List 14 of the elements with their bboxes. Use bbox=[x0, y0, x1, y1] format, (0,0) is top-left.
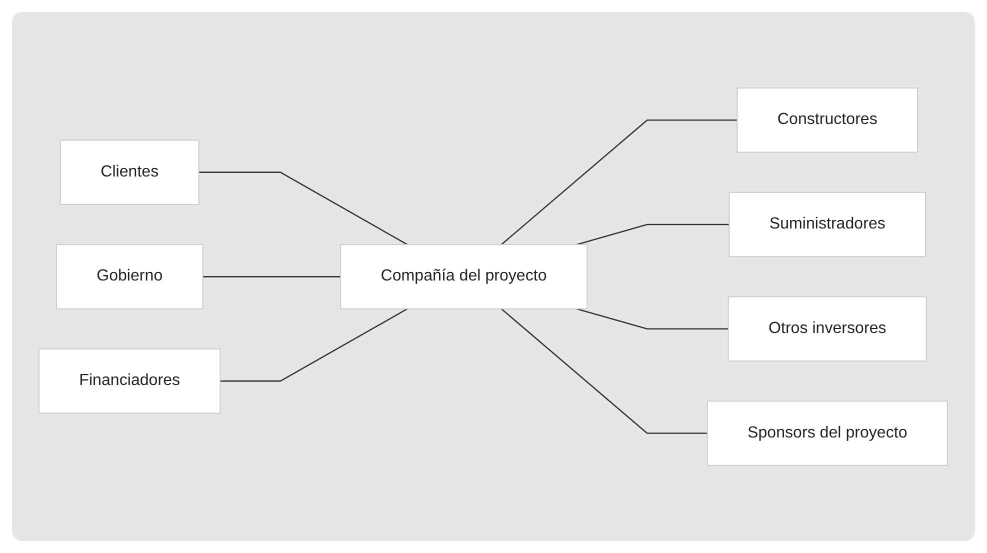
connector bbox=[576, 308, 729, 330]
node-box: Clientes bbox=[60, 140, 200, 205]
connector bbox=[203, 276, 341, 278]
node-box: Gobierno bbox=[56, 244, 204, 310]
node-box: Financiadores bbox=[38, 348, 221, 414]
connector bbox=[199, 171, 408, 245]
node-box: Otros inversores bbox=[728, 296, 928, 362]
connector bbox=[220, 308, 408, 382]
node-box: Constructores bbox=[737, 87, 918, 153]
node-box: Suministradores bbox=[729, 192, 926, 257]
connector bbox=[501, 308, 708, 434]
node-box: Compañía del proyecto bbox=[340, 244, 588, 310]
node-box: Sponsors del proyecto bbox=[707, 400, 948, 466]
connector bbox=[501, 119, 738, 245]
